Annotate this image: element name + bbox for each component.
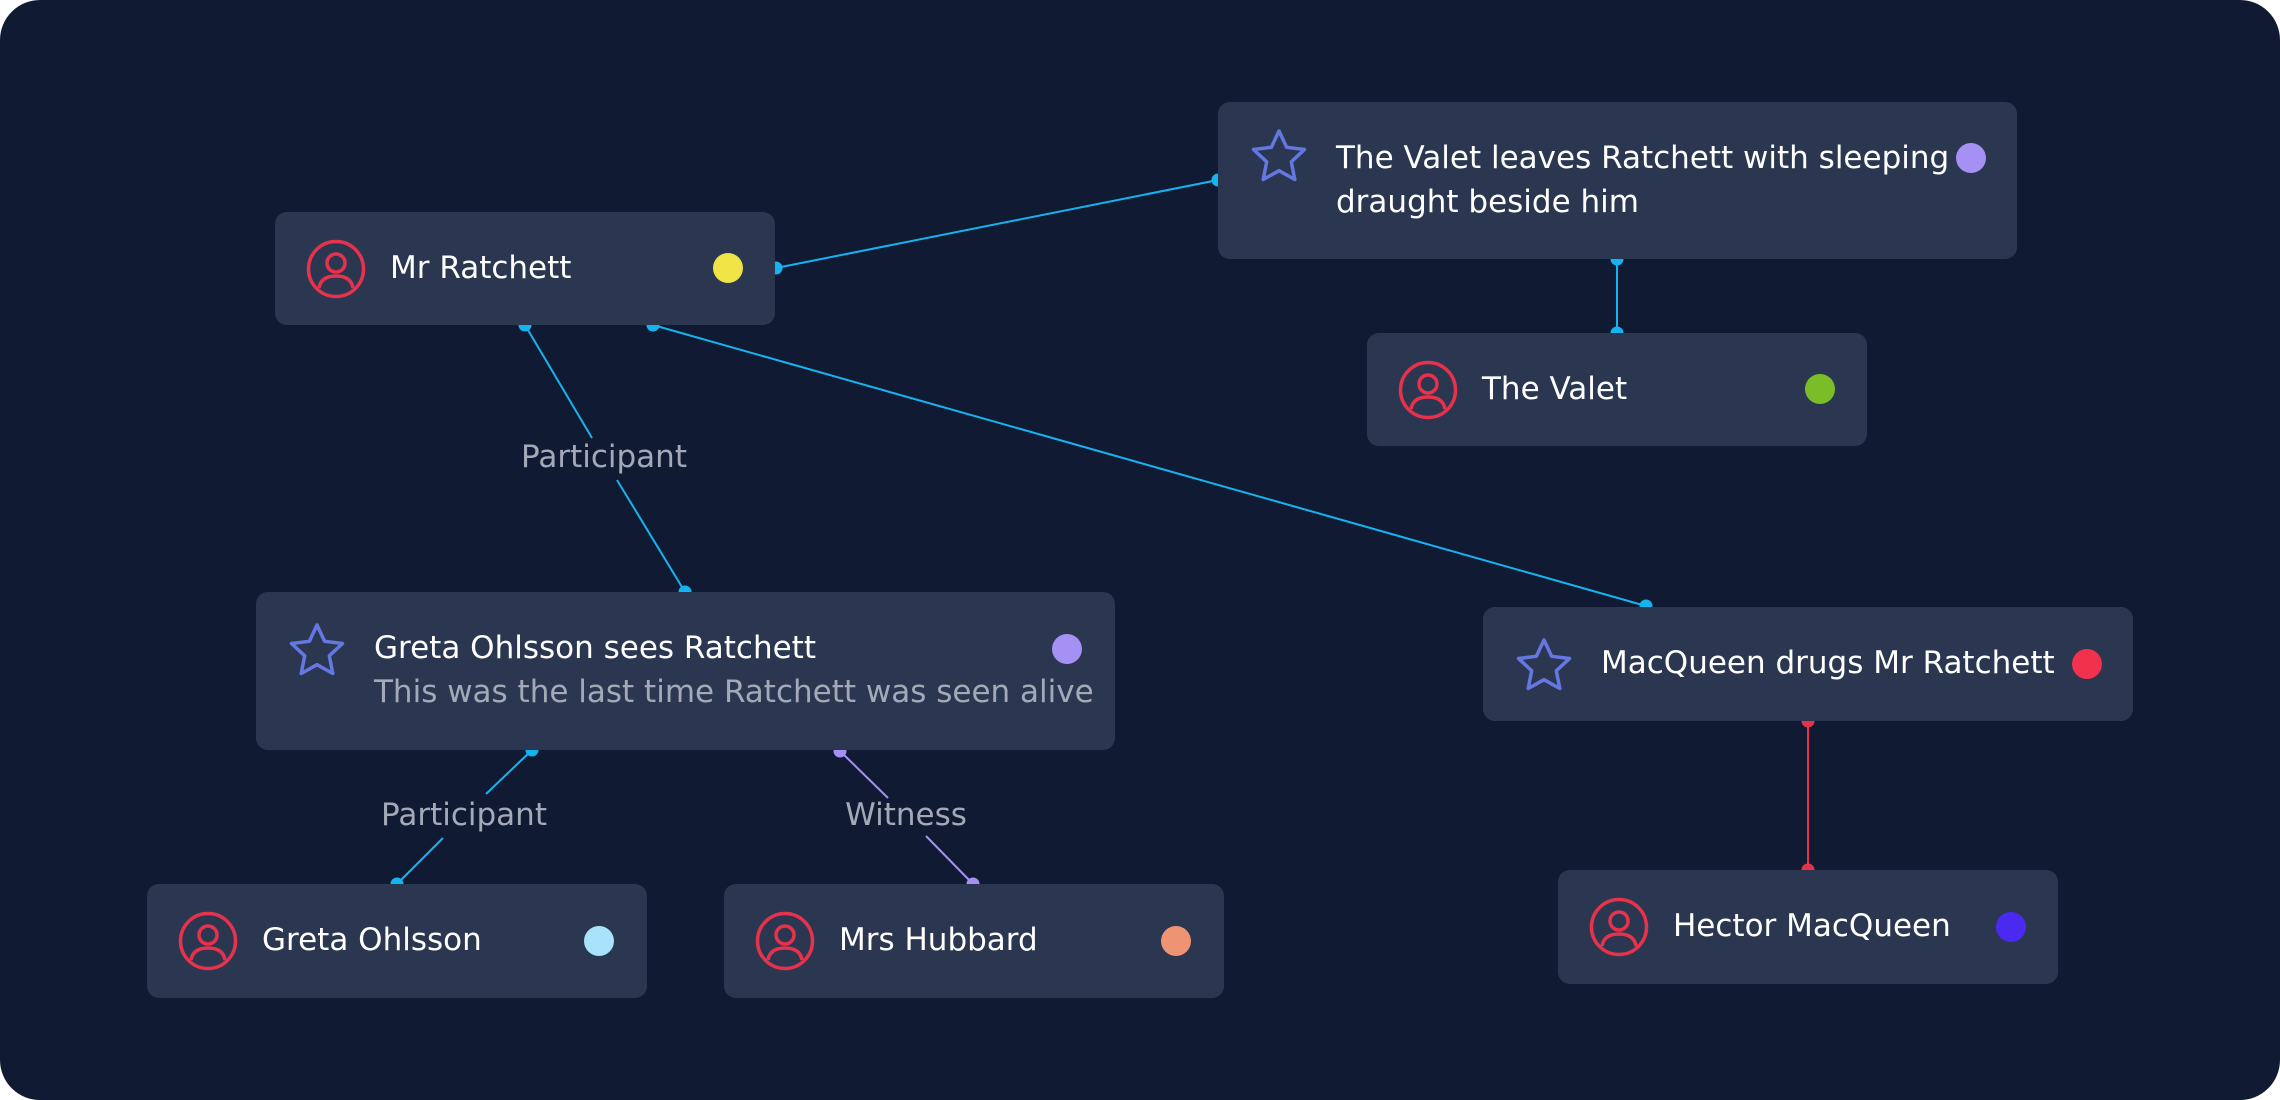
- node-macqueen-drugs-event[interactable]: MacQueen drugs Mr Ratchett: [1483, 607, 2133, 721]
- edge-ratchett-greta-event-a[interactable]: [524, 324, 593, 439]
- person-icon: [306, 239, 366, 299]
- node-label: MacQueen drugs Mr Ratchett: [1601, 645, 2055, 681]
- person-icon: [178, 911, 238, 971]
- star-icon: [1516, 638, 1572, 691]
- edge-label-participant: Participant: [521, 439, 687, 475]
- node-label-line2: draught beside him: [1336, 184, 1639, 220]
- star-icon: [1251, 129, 1307, 182]
- status-dot: [1956, 143, 1986, 173]
- node-valet-leaves-event[interactable]: The Valet leaves Ratchett with sleeping …: [1218, 102, 2017, 259]
- edge-label-participant: Participant: [381, 797, 547, 833]
- edge-greta-event-hubbard-a[interactable]: [839, 750, 889, 799]
- node-label: Hector MacQueen: [1673, 908, 1951, 944]
- status-dot: [713, 253, 743, 283]
- edge-greta-event-greta-a[interactable]: [485, 749, 533, 795]
- edge-ratchett-valet-event[interactable]: [775, 179, 1219, 269]
- status-dot: [584, 926, 614, 956]
- edge-label-witness: Witness: [845, 797, 967, 833]
- edge-ratchett-greta-event-b[interactable]: [616, 479, 686, 593]
- star-icon: [289, 623, 345, 676]
- node-hector-macqueen[interactable]: Hector MacQueen: [1558, 870, 2058, 984]
- node-label-line1: The Valet leaves Ratchett with sleeping: [1336, 140, 1950, 176]
- node-label: Mr Ratchett: [390, 250, 572, 286]
- node-greta-ohlsson[interactable]: Greta Ohlsson: [147, 884, 647, 998]
- person-icon: [1589, 897, 1649, 957]
- node-mrs-hubbard[interactable]: Mrs Hubbard: [724, 884, 1224, 998]
- node-label: Greta Ohlsson: [262, 922, 482, 958]
- node-the-valet[interactable]: The Valet: [1367, 333, 1867, 446]
- status-dot: [1996, 912, 2026, 942]
- person-icon: [755, 911, 815, 971]
- edge-greta-event-hubbard-b[interactable]: [925, 835, 974, 885]
- status-dot: [1052, 634, 1082, 664]
- person-icon: [1398, 360, 1458, 420]
- edge-greta-event-greta-b[interactable]: [396, 837, 444, 885]
- status-dot: [1161, 926, 1191, 956]
- status-dot: [2072, 649, 2102, 679]
- node-label: Greta Ohlsson sees Ratchett: [374, 630, 816, 666]
- node-label: The Valet: [1482, 371, 1628, 407]
- node-description: This was the last time Ratchett was seen…: [374, 674, 1094, 710]
- node-label: Mrs Hubbard: [839, 922, 1038, 958]
- edge-ratchett-macqueen-event[interactable]: [652, 324, 1647, 607]
- status-dot: [1805, 374, 1835, 404]
- node-mr-ratchett[interactable]: Mr Ratchett: [275, 212, 775, 325]
- node-greta-sees-ratchett-event[interactable]: Greta Ohlsson sees Ratchett This was the…: [256, 592, 1115, 750]
